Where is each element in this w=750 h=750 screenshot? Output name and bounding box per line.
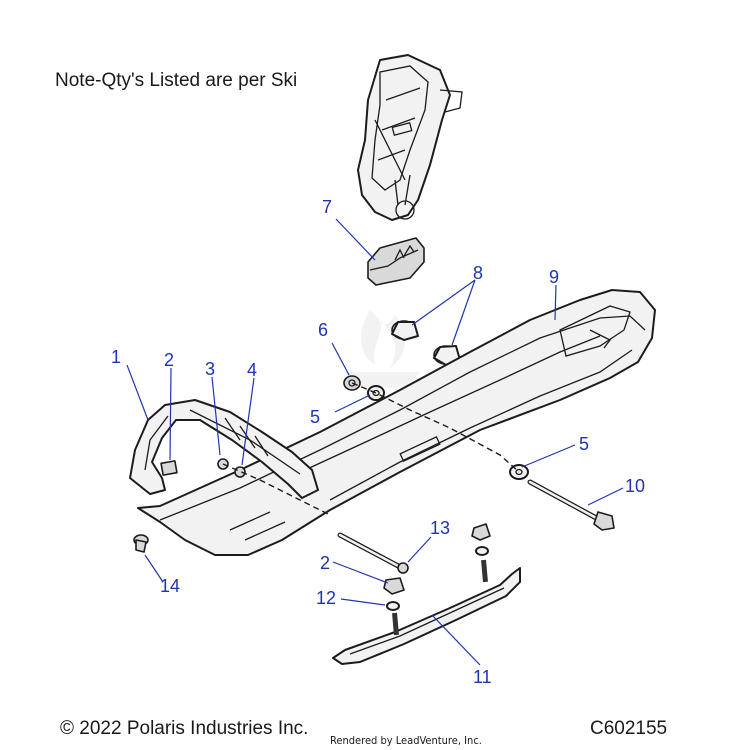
- part-2-nut: [383, 577, 405, 595]
- part-8-bushings: [391, 320, 461, 366]
- rendered-by-text: Rendered by LeadVenture, Inc.: [330, 734, 482, 747]
- callout-5-right: 5: [579, 434, 589, 454]
- callout-2-top: 2: [164, 350, 174, 370]
- axis-line-bolt: [351, 382, 520, 473]
- part-6-nut: [343, 375, 361, 391]
- part-7-spindle-bumper: [367, 237, 425, 286]
- callout-8: 8: [473, 263, 483, 283]
- callout-6: 6: [318, 320, 328, 340]
- callout-3: 3: [205, 359, 215, 379]
- callout-10: 10: [625, 476, 645, 496]
- part-12-washers: [386, 523, 491, 611]
- callout-11: 11: [473, 667, 492, 687]
- callout-7: 7: [322, 197, 332, 217]
- callout-1: 1: [111, 347, 121, 367]
- diagram-code: C602155: [590, 718, 668, 739]
- callout-12: 12: [316, 588, 336, 608]
- part-11-wear-bar: [332, 559, 521, 665]
- callout-4: 4: [247, 360, 257, 380]
- callout-2-bottom: 2: [320, 553, 330, 573]
- callout-9: 9: [549, 267, 559, 287]
- callout-14: 14: [160, 576, 180, 596]
- copyright-text: © 2022 Polaris Industries Inc.: [60, 718, 309, 739]
- part-14-screw: [133, 534, 149, 553]
- callout-5-left: 5: [310, 407, 320, 427]
- spindle: [357, 54, 463, 221]
- part-2-bumper-pad: [160, 460, 178, 476]
- leader-lines: [126, 218, 624, 666]
- part-13-bolt: [337, 532, 409, 574]
- diagram-note: Note-Qty's Listed are per Ski: [55, 70, 298, 91]
- callout-13: 13: [430, 518, 450, 538]
- part-9-ski: [137, 289, 656, 556]
- axis-line-loop: [222, 463, 331, 516]
- part-1-ski-loop: [129, 399, 319, 499]
- part-10-bolt: [527, 479, 615, 531]
